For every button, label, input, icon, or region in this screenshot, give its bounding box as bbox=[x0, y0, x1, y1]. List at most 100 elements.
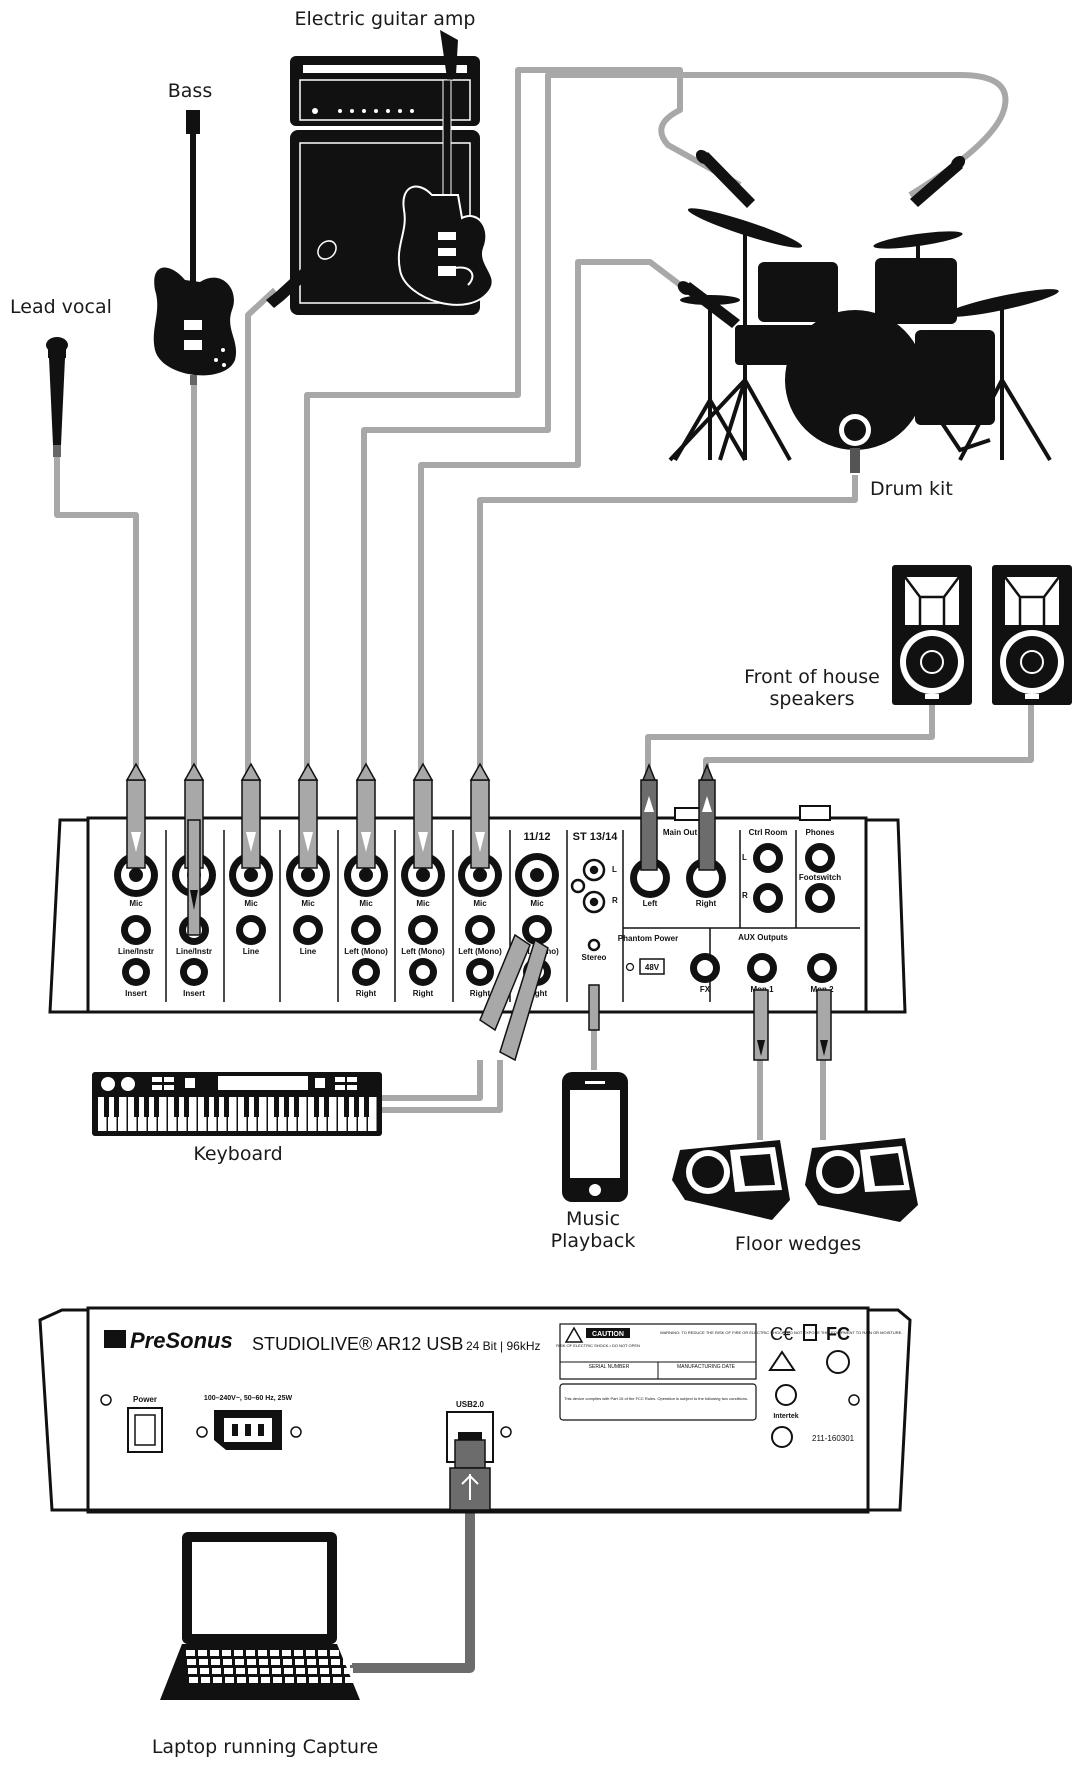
laptop-key bbox=[188, 1668, 197, 1674]
laptop-key bbox=[283, 1659, 292, 1665]
laptop-key bbox=[223, 1659, 232, 1665]
keyboard-white-key bbox=[308, 1097, 317, 1131]
laptop-key bbox=[319, 1659, 328, 1665]
foh-speaker-left-icon bbox=[892, 565, 972, 705]
keyboard-black-key bbox=[274, 1097, 279, 1117]
monitor-plugs bbox=[753, 989, 832, 1061]
keyboard-white-key bbox=[268, 1097, 277, 1131]
laptop-key bbox=[198, 1650, 207, 1656]
laptop-key bbox=[271, 1659, 280, 1665]
line-label: Line bbox=[300, 947, 317, 956]
keyboard-white-key bbox=[188, 1097, 197, 1131]
cable-drum-kick bbox=[477, 475, 858, 790]
cert-number: 211-160301 bbox=[812, 1434, 855, 1443]
laptop-key bbox=[297, 1677, 306, 1683]
iec-power-inlet[interactable] bbox=[214, 1410, 282, 1450]
keyboard-black-key bbox=[344, 1097, 349, 1117]
laptop-key bbox=[295, 1659, 304, 1665]
power-switch[interactable] bbox=[127, 1407, 163, 1453]
laptop-key bbox=[211, 1659, 220, 1665]
foh-speaker-right-icon bbox=[992, 565, 1072, 705]
laptop-key bbox=[258, 1650, 267, 1656]
channel-header-11-12: 11/12 bbox=[524, 831, 551, 843]
laptop-key bbox=[210, 1650, 219, 1656]
plug-body bbox=[413, 779, 433, 869]
line-jack-inner bbox=[529, 922, 545, 938]
lower-jack-label: Right bbox=[356, 989, 377, 998]
laptop-key bbox=[296, 1668, 305, 1674]
laptop-key bbox=[261, 1677, 270, 1683]
laptop-key bbox=[212, 1668, 221, 1674]
fc-mark-icon: FC bbox=[826, 1324, 850, 1344]
lower-jack-label: Right bbox=[470, 989, 491, 998]
footswitch-label: Footswitch bbox=[799, 873, 841, 882]
usb-label: USB2.0 bbox=[456, 1400, 485, 1409]
laptop-key bbox=[308, 1668, 317, 1674]
laptop-key bbox=[282, 1650, 291, 1656]
st-l-label: L bbox=[612, 865, 617, 874]
keyboard-black-key bbox=[364, 1097, 369, 1117]
keyboard-white-key bbox=[208, 1097, 217, 1131]
line-label: Line/Instr bbox=[176, 947, 212, 956]
laptop-key bbox=[260, 1668, 269, 1674]
keyboard-black-key bbox=[184, 1097, 189, 1117]
laptop-key bbox=[249, 1677, 258, 1683]
rear-screws bbox=[100, 1394, 860, 1438]
main-left-label: Left bbox=[643, 899, 658, 908]
caution-text: CAUTION bbox=[592, 1331, 624, 1338]
combo-jack-core bbox=[359, 868, 373, 882]
keyboard-black-key bbox=[254, 1097, 259, 1117]
phantom-48v-label: 48V bbox=[645, 963, 660, 972]
lower-jack-inner bbox=[187, 965, 201, 979]
label-bass: Bass bbox=[167, 80, 213, 102]
laptop-key bbox=[235, 1659, 244, 1665]
risk-text: RISK OF ELECTRIC SHOCK • DO NOT OPEN bbox=[556, 1343, 640, 1348]
cable-foh-left bbox=[645, 700, 935, 780]
keyboard-black-key bbox=[314, 1097, 319, 1117]
keyboard-white-key bbox=[358, 1097, 367, 1131]
plug-body bbox=[187, 819, 201, 936]
stereo-rca-jacks[interactable] bbox=[570, 858, 606, 952]
mixer-plugs bbox=[125, 762, 491, 936]
cable-keyboard-2 bbox=[382, 1060, 503, 1113]
keyboard-white-key bbox=[178, 1097, 187, 1131]
xlr-plug-1 bbox=[125, 762, 147, 869]
output-jacks[interactable] bbox=[630, 843, 837, 983]
label-electric-guitar-amp: Electric guitar amp bbox=[294, 8, 476, 30]
drum-kit-icon bbox=[668, 149, 1059, 473]
pse-icon bbox=[826, 1350, 850, 1374]
model-name: STUDIOLIVE® AR12 USB bbox=[252, 1334, 463, 1354]
channel-header-st: ST 13/14 bbox=[573, 831, 619, 843]
keyboard-white-key bbox=[248, 1097, 257, 1131]
phantom-48v-switch[interactable]: 48V bbox=[625, 958, 665, 975]
mic-label: Mic bbox=[129, 899, 143, 908]
laptop-key bbox=[189, 1677, 198, 1683]
lower-jack-inner bbox=[129, 965, 143, 979]
plug-arrow bbox=[361, 832, 371, 852]
laptop-key bbox=[237, 1677, 246, 1683]
laptop-key bbox=[270, 1650, 279, 1656]
usb-plug bbox=[449, 1439, 491, 1511]
xlr-plug-3 bbox=[240, 762, 262, 869]
laptop-key bbox=[330, 1650, 339, 1656]
laptop-key bbox=[318, 1650, 327, 1656]
xlr-plug-5 bbox=[355, 762, 377, 869]
ctrl-room-r-label: R bbox=[742, 891, 748, 900]
laptop-key bbox=[345, 1677, 354, 1683]
etl-icon bbox=[775, 1384, 797, 1406]
label-front-of-house: Front of house speakers bbox=[744, 666, 880, 710]
laptop-key bbox=[246, 1650, 255, 1656]
laptop-key bbox=[331, 1659, 340, 1665]
ctrl-room-label: Ctrl Room bbox=[749, 828, 788, 837]
keyboard-black-key bbox=[324, 1097, 329, 1117]
laptop-key bbox=[344, 1668, 353, 1674]
combo-jack-core bbox=[244, 868, 258, 882]
keyboard-white-key bbox=[118, 1097, 127, 1131]
keyboard-white-key bbox=[148, 1097, 157, 1131]
mic-label: Mic bbox=[359, 899, 373, 908]
keyboard-white-key bbox=[368, 1097, 377, 1131]
